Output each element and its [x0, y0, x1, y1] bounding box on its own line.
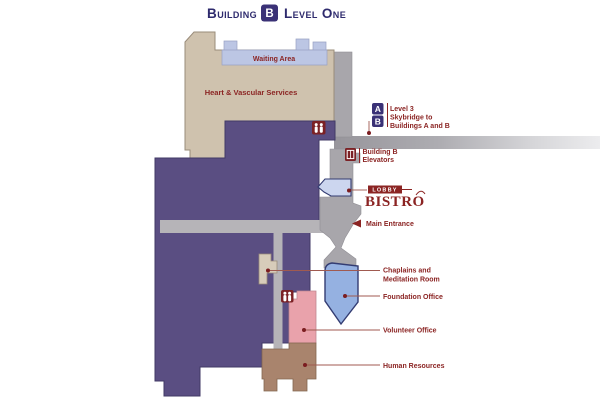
human-resources-label: Human Resources	[383, 363, 445, 370]
bistro-pointer-dot	[347, 188, 351, 193]
corridor-horizontal	[160, 220, 338, 233]
title-b-badge	[261, 4, 278, 22]
corridor-right-strip	[333, 51, 353, 138]
bistro-area	[317, 178, 352, 197]
title-suffix: Level One	[284, 6, 346, 21]
foundation-pointer-dot	[343, 294, 347, 298]
building-b-badge-label: B	[375, 116, 381, 126]
heart-vascular-label: Heart & Vascular Services	[205, 88, 298, 97]
chaplains-callout: Chaplains and Meditation Room	[266, 268, 440, 284]
skybridge-label-line1: Level 3	[390, 106, 414, 113]
volunteer-pointer-dot	[302, 328, 306, 332]
lobby-corridor	[319, 148, 362, 269]
bistro-callout: LOBBY BISTRO	[347, 185, 426, 210]
skybridge-label-line2: Skybridge to	[390, 115, 432, 122]
title-b-badge-label: B	[265, 8, 273, 20]
bistro-lobby-box	[368, 185, 402, 194]
bistro-logo-swirl	[415, 190, 426, 196]
restrooms-icon	[281, 290, 294, 303]
page-title: Building B Level One	[207, 4, 346, 22]
human-resources-callout: Human Resources	[303, 363, 445, 370]
foundation-callout: Foundation Office	[343, 294, 443, 301]
skybridge-corridor	[334, 136, 600, 149]
volunteer-callout: Volunteer Office	[302, 328, 437, 335]
chaplains-pointer-dot	[266, 268, 270, 273]
bistro-lobby-label: LOBBY	[372, 188, 397, 194]
foundation-office-area	[324, 262, 359, 326]
chaplains-label-line1: Chaplains and	[383, 268, 431, 275]
main-entrance-callout: Main Entrance	[352, 219, 414, 228]
waiting-area-label: Waiting Area	[253, 56, 295, 63]
volunteer-office-label: Volunteer Office	[383, 328, 437, 335]
main-entrance-label: Main Entrance	[366, 221, 414, 228]
left-arrow-icon	[352, 219, 361, 228]
building-a-badge	[372, 103, 384, 115]
chaplains-label-line2: Meditation Room	[383, 277, 440, 284]
skybridge-pointer-dot	[367, 131, 371, 135]
elevators-label-line1: Building B	[363, 149, 398, 156]
elevator-icon	[345, 148, 356, 161]
foundation-office-label: Foundation Office	[383, 294, 443, 301]
bistro-logo-label: BISTRO	[365, 194, 425, 210]
building-a-badge-label: A	[375, 104, 381, 114]
title-prefix: Building	[207, 6, 257, 21]
building-b-badge	[372, 115, 384, 127]
human-resources-area	[261, 342, 317, 392]
restrooms-icon	[312, 121, 326, 135]
waiting-area	[221, 38, 328, 66]
skybridge-legend: A B Level 3 Skybridge to Buildings A and…	[367, 103, 450, 135]
human-resources-pointer-dot	[303, 363, 307, 367]
elevators-legend: Building B Elevators	[345, 148, 398, 164]
skybridge-label-line3: Buildings A and B	[390, 123, 450, 130]
elevators-label-line2: Elevators	[363, 157, 395, 164]
